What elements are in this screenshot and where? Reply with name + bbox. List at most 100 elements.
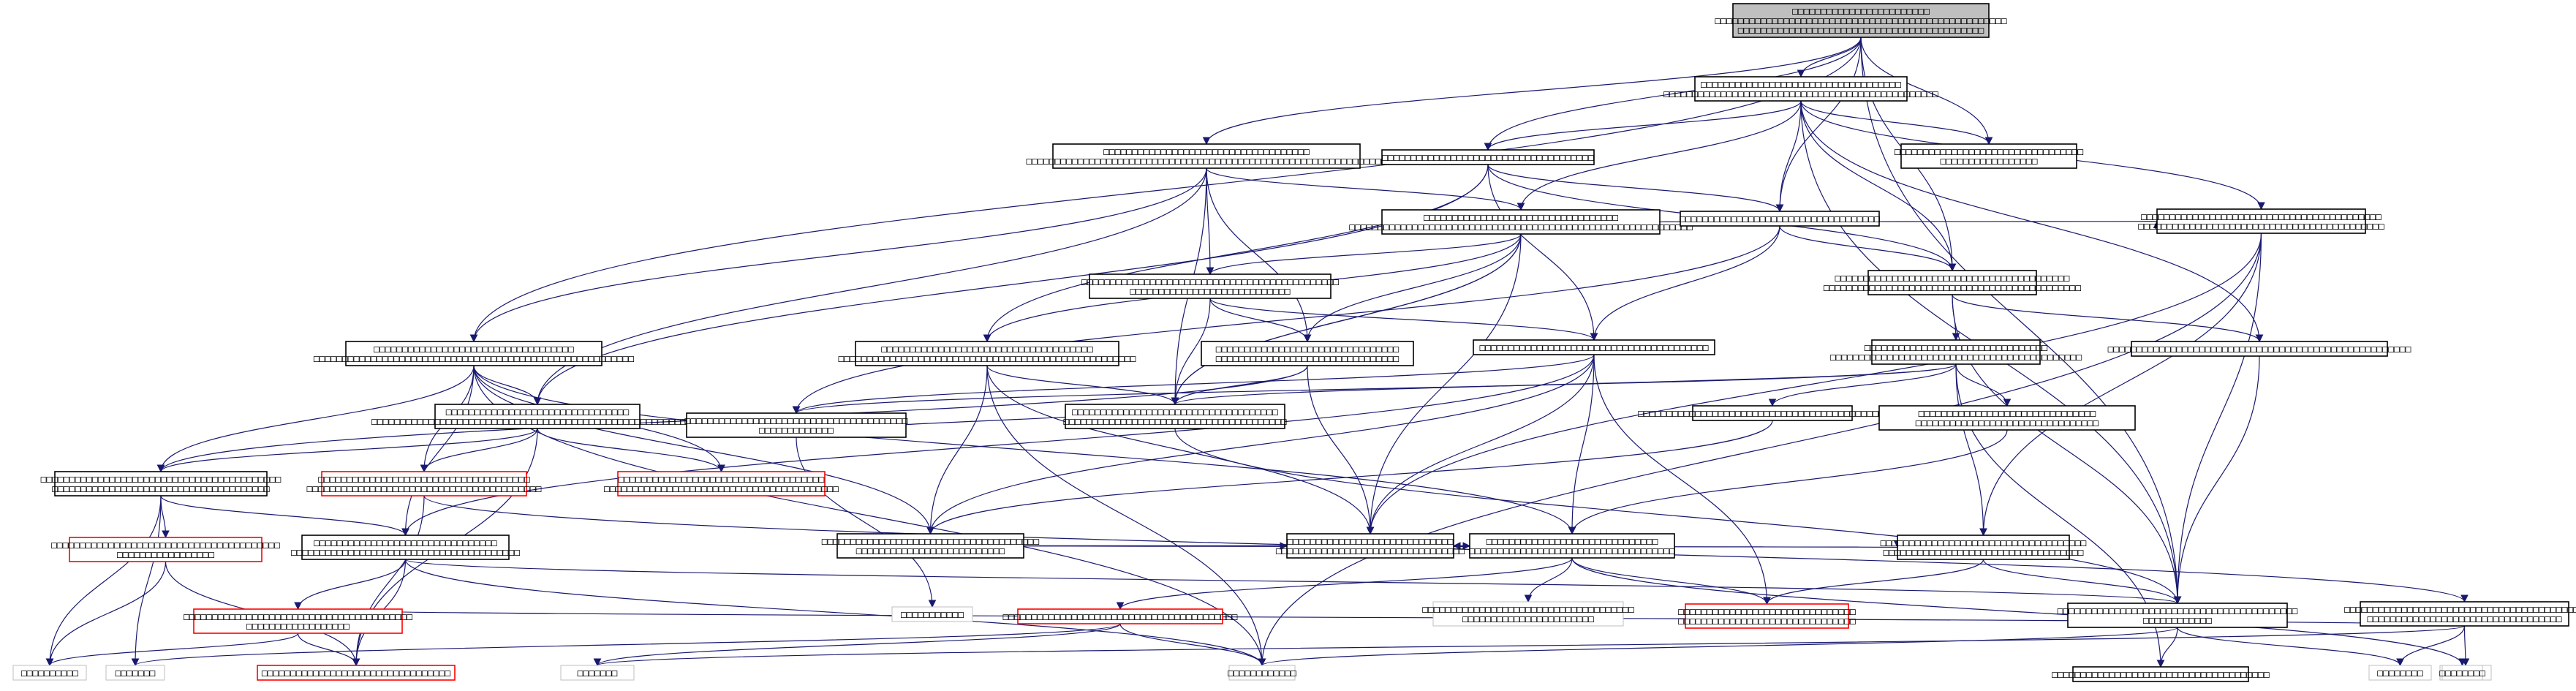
graph-node[interactable]: □□□□□□□□□□□□□□□□□□□□□□□□□□□□□□□□□□□□□□□□ <box>1473 339 1715 355</box>
graph-node-label: □□□□□□□□□□□□□□□□□□□□□□□□□□□□□□ <box>1487 537 1658 548</box>
graph-node[interactable]: □□□□□□□□□□□□□□□□□□□□□□□□□□□□□□□□□□□□□□□□… <box>1663 76 1938 102</box>
graph-edge <box>537 428 725 473</box>
graph-node-label: □□□□□□□□□□□□□□□□□□□□□□□□□□□□□□□□ <box>1916 418 2099 429</box>
graph-node[interactable]: □□□□□□□□□□□□□□□□□□□□□□□□□□□□□□□□□□□□□□□□… <box>291 535 520 560</box>
graph-edge <box>926 365 988 535</box>
graph-node[interactable]: □□□□□□□□□□□□□□□□□□□□□□□□□□□□□□□□□□□□□□□□… <box>1878 405 2136 431</box>
graph-node[interactable]: □□□□□□□□□□□□□□□□□□□□□□□□□□□□□□□□□□□□□□□□… <box>1895 143 2083 169</box>
graph-node[interactable]: □□□□□□□□□□□□□□□□□□□□□□□□□□□□□□□□□□□□□□□□… <box>1678 603 1856 629</box>
graph-node[interactable]: □□□□□□□□□□□□□□□□□□□□□□□□□□□□□□□□□□□□□□□□… <box>604 471 839 496</box>
graph-node-box <box>321 471 527 496</box>
graph-node[interactable]: □□□□□□□ <box>105 665 165 681</box>
graph-edge <box>404 559 1266 667</box>
graph-edge <box>926 420 1773 535</box>
graph-node[interactable]: □□□□□□□□ <box>2368 665 2432 681</box>
graph-node-label: □□□□□□□□□□□□□□□□□□□□□□□□□□□□□□□□□□□□□□□□… <box>1824 283 2081 294</box>
graph-edge <box>1768 363 1957 407</box>
graph-node-label: □□□□□□□□□□□□□□□□□□□□□□□□□□□□□□□□□□□□□□□□… <box>1638 409 1907 420</box>
graph-edge <box>1366 233 1522 535</box>
graph-edge <box>1206 167 1525 211</box>
graph-node[interactable]: □□□□□□□□□□□□□□□□□□□□□□□□□□□□□□□□□ <box>257 665 456 681</box>
graph-node[interactable]: □□□□□□□□□□□□□□□□□□□□□□□□□□□□□□□□□□□□□□□□… <box>1276 533 1465 559</box>
graph-node[interactable]: □□□□□□□□□□□□□□□□□□□□□□□□□□□□□□□□□□□□□ <box>1381 149 1595 165</box>
graph-node[interactable]: □□□□□□□□□□□□□□□□□□□□□□□□□□□□□□□□□□□□□□□□… <box>822 533 1040 559</box>
graph-node-label: □□□□□□□□□□□□□□□□□□□□□□□□□□□□□□□□ <box>314 538 497 549</box>
graph-node[interactable]: □□□□□□□□□□□ <box>891 606 973 622</box>
graph-node[interactable]: □□□□□□□□□□□□□□□□□□□□□□□□□□□□□□□□□□□□□□□□… <box>1026 143 1387 169</box>
graph-node[interactable]: □□□□□□□□□□□□ <box>1228 665 1296 681</box>
graph-node-label: □□□□□□□□□□□□□□□□□□□□□□□□□□□□□□□□□□□□□□□□ <box>51 540 280 551</box>
graph-node-label: □□□□□□□□□□□□□□□□□□□□□□□□□□□□□□□□□□□□□□ <box>2052 670 2270 681</box>
graph-node-label: □□□□□□□□□□□□□□□□□ <box>1940 156 2037 167</box>
graph-node-box <box>836 533 1024 559</box>
graph-node[interactable]: □□□□□□□□□□□□□□□□□□□□□□□□□□□□□□□□□□□□□□□□… <box>2344 601 2576 627</box>
graph-node-label: □□□□□□□□□□□□□□□□□□□□□□□□□□□□□□□□□□□□□□□□… <box>1026 156 1386 167</box>
graph-node-label: □□□□□□□□□□□□□□□□□□□□□□□□□□□□□□□□ <box>1216 354 1400 365</box>
graph-node[interactable]: □□□□□□□□□□□□□□□□□□□□□□□□□□□□□□□□□□□□□□□□… <box>684 412 908 438</box>
graph-node-label: □□□□□□□□□□□□□□□□□□□□□□□□□□□□□□□□□□□□ <box>1072 407 1278 418</box>
graph-node[interactable]: □□□□□□□□□□□□□□□□□□□□□□□□□□□□□□□□□□□□□□□□… <box>41 471 282 496</box>
graph-node[interactable]: □□□□□□□□□□□□□□□□□□□□□□□□□□□□□□□□□□□ <box>1680 211 1880 227</box>
graph-node[interactable]: □□□□□□□□□□□□□□□□□□□□□□□□□□□□□□□□□□□□□□□□… <box>1201 341 1414 366</box>
graph-edge <box>926 354 1595 535</box>
graph-edge <box>352 495 425 667</box>
graph-node[interactable]: □□□□□□□□□□□□□□□□□□□□□□□□□□□□□□□□□□□□□□□□… <box>1638 405 1907 421</box>
graph-node[interactable]: □□□□□□□ <box>560 665 635 681</box>
graph-edge <box>473 365 542 406</box>
graph-edge <box>1119 623 1266 667</box>
graph-node-label: □□□□□□□□□□□□□□□□□□□□□□□□□□□□□□□□□□ <box>2367 614 2561 625</box>
graph-edge <box>297 633 360 667</box>
graph-node-label: □□□□□□□□□□□□□□□□□□□□□□□□□□□□□□□□ <box>1865 343 2048 354</box>
graph-node[interactable]: □□□□□□□□□□□□□□□□□□□□□□□□□□□□□□□□□□□□□□□□… <box>2138 208 2384 234</box>
graph-node-box <box>1201 341 1414 366</box>
graph-node-label: □□□□□□□□□□□□□□□□□□□□□□□□□□□□□□□□□□□□□□□□ <box>184 612 412 623</box>
graph-node[interactable]: □□□□□□□□□□□□□□□□□□□□□□□□□□□□□□□□□□□□□□□□… <box>1063 404 1287 429</box>
graph-node[interactable]: □□□□□□□□□□□□□□□□□□□□□□□□□□□□□□□□□□□□□□□□… <box>1422 601 1634 627</box>
graph-edge <box>294 559 407 611</box>
graph-node-box <box>617 471 826 496</box>
graph-node[interactable]: □□□□□□□□□□□□□□□□□□□□□□□□□□□□□□□□□□□□□□□□… <box>1881 535 2087 560</box>
graph-node-label: □□□□□□□□□□□□□□□□□□□□□□□□□□□□□□□□□□□□□ <box>881 344 1093 355</box>
graph-edge <box>401 365 475 537</box>
graph-node-label: □□□□□□□□□□□□□□□□□□□□□□□□□□□□□□□□□□□□□□□□… <box>1003 612 1238 623</box>
graph-node[interactable]: □□□□□□□□□□□□□□□□□□□□□□□□□□□□□□□□□□□□□□□□… <box>1830 339 2082 365</box>
graph-node[interactable]: □□□□□□□□□□□□□□□□□□□□□□□□□□□□□□□□□□□□□□□□… <box>1715 3 2007 38</box>
graph-edge <box>1487 164 1598 341</box>
graph-node-box <box>105 665 165 681</box>
graph-node[interactable]: □□□□□□□□□□□□□□□□□□□□□□□□□□□□□□□□□□□□□□□□… <box>184 608 412 634</box>
graph-node-box <box>1692 405 1853 421</box>
graph-node-box <box>2072 666 2249 682</box>
graph-node[interactable]: □□□□□□□□□□□□□□□□□□□□□□□□□□□□□□□□□□□□□□□□… <box>2108 341 2411 357</box>
graph-node[interactable]: □□□□□□□□□□□□□□□□□□□□□□□□□□□□□□□□□□□□□□□□… <box>839 341 1136 366</box>
graph-node[interactable]: □□□□□□□□□□ <box>12 665 87 681</box>
graph-node[interactable]: □□□□□□□□□□□□□□□□□□□□□□□□□□□□□□□□□□□□□□□□… <box>1003 608 1238 624</box>
graph-edge <box>1307 365 1375 535</box>
graph-node-box <box>686 412 907 438</box>
graph-edge <box>986 365 1375 535</box>
graph-edge <box>1209 298 1598 341</box>
graph-node-box <box>1685 603 1849 629</box>
graph-node-label: □□□□□□□□□□□□□□□□□□□□□□□□□□□□□□□□□ <box>262 668 450 679</box>
graph-node-box <box>1680 211 1880 227</box>
graph-node[interactable]: □□□□□□□□□□□□□□□□□□□□□□□□□□□□□□□□□□□□□□ <box>2052 666 2270 682</box>
graph-node[interactable]: □□□□□□□□□□□□□□□□□□□□□□□□□□□□□□□□□□□□□□□□… <box>314 341 634 366</box>
graph-node-box <box>1871 339 2041 365</box>
edges-layer <box>45 37 2470 668</box>
graph-node-box <box>1065 404 1285 429</box>
graph-node[interactable]: □□□□□□□□□□□□□□□□□□□□□□□□□□□□□□□□□□□□□□□□… <box>371 404 703 429</box>
graph-node[interactable]: □□□□□□□□□□□□□□□□□□□□□□□□□□□□□□□□□□□□□□□□… <box>2058 603 2298 628</box>
graph-node-label: □□□□□□□□□□□□□□□□□□□□□□□□□□□□□□□□□□□□□□□□… <box>2058 606 2298 617</box>
graph-edge <box>1487 164 1784 213</box>
graph-node[interactable]: □□□□□□□□ <box>2439 665 2485 681</box>
graph-node[interactable]: □□□□□□□□□□□□□□□□□□□□□□□□□□□□□□□□□□□□□□□□… <box>1081 273 1339 299</box>
graph-node[interactable]: □□□□□□□□□□□□□□□□□□□□□□□□□□□□□□□□□□□□□□□□… <box>51 537 280 562</box>
graph-node-label: □□□□□□□□□□□□□□□□□□□□□□□□□□□□□□□□□□□□□□□□… <box>1830 352 2082 363</box>
graph-node[interactable]: □□□□□□□□□□□□□□□□□□□□□□□□□□□□□□□□□□□□□□□□… <box>1824 270 2081 295</box>
graph-node-label: □□□□□□□□□□□□□□□□□□□□□□□□□□□□□□□□ <box>446 407 630 418</box>
graph-node[interactable]: □□□□□□□□□□□□□□□□□□□□□□□□□□□□□□□□□□□□□□□□… <box>1469 533 1675 559</box>
graph-node[interactable]: □□□□□□□□□□□□□□□□□□□□□□□□□□□□□□□□□□□□□□□□… <box>307 471 542 496</box>
graph-node[interactable]: □□□□□□□□□□□□□□□□□□□□□□□□□□□□□□□□□□□□□□□□… <box>1349 209 1693 235</box>
graph-node-box <box>54 471 268 496</box>
graph-node-label: □□□□□□□□□□□□□□□□□□□□□□□□□□□□□□□□□ <box>1895 147 2083 158</box>
graph-node-box <box>1897 535 2070 560</box>
